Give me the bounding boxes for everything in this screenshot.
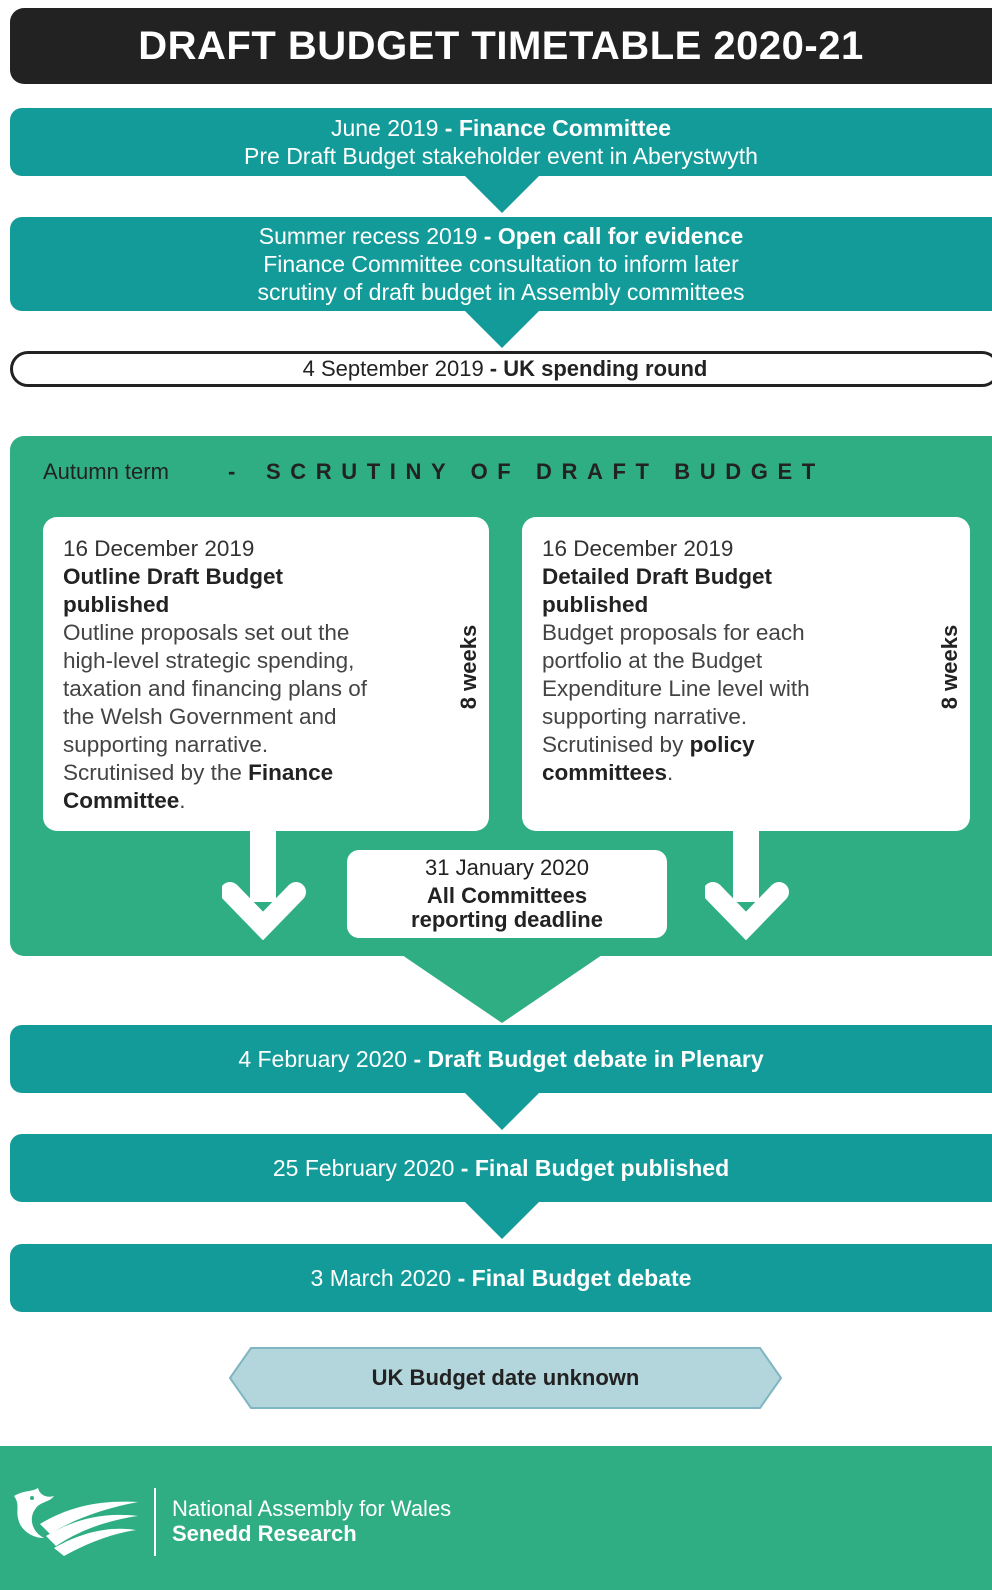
- step-final-budget-published: 25 February 2020 - Final Budget publishe…: [10, 1134, 992, 1202]
- step-summer-recess: Summer recess 2019 - Open call for evide…: [10, 217, 992, 311]
- autumn-term-label: Autumn term: [43, 459, 169, 484]
- uk-budget-label: UK Budget date unknown: [371, 1365, 640, 1390]
- reporting-deadline-box: 31 January 2020 All Committees reporting…: [347, 850, 667, 938]
- card-line: Expenditure Line level with: [542, 676, 810, 701]
- step-event: Open call for evidence: [497, 223, 744, 249]
- step-event: Final Budget debate: [471, 1265, 692, 1291]
- deadline-date: 31 January 2020: [425, 855, 589, 880]
- deadline-line: All Committees: [426, 883, 588, 908]
- step-june-2019: June 2019 - Finance Committee Pre Draft …: [10, 108, 992, 176]
- down-arrow-icon: [402, 955, 602, 1023]
- card-line: taxation and financing plans of: [63, 676, 367, 701]
- step-final-budget-debate: 3 March 2020 - Final Budget debate: [10, 1244, 992, 1312]
- organisation-name: National Assembly for Wales: [172, 1496, 452, 1521]
- step-detail: Finance Committee consultation to inform…: [263, 251, 739, 277]
- card-line: supporting narrative.: [542, 704, 748, 729]
- detailed-draft-budget-card: 16 December 2019 Detailed Draft Budget p…: [522, 517, 970, 831]
- duration-label: 8 weeks: [937, 624, 962, 710]
- step-event: UK spending round: [503, 356, 708, 381]
- step-date: 25 February 2020: [272, 1155, 455, 1181]
- step-draft-budget-debate: 4 February 2020 - Draft Budget debate in…: [10, 1025, 992, 1093]
- footer-divider: [154, 1488, 156, 1556]
- step-separator: -: [438, 115, 459, 141]
- duration-label: 8 weeks: [456, 624, 481, 710]
- step-separator: -: [451, 1265, 472, 1291]
- card-date: 16 December 2019: [63, 536, 255, 561]
- step-date: 4 February 2020: [238, 1046, 408, 1072]
- scrutiny-heading: SCRUTINY OF DRAFT BUDGET: [266, 459, 825, 484]
- deadline-line: reporting deadline: [411, 907, 603, 932]
- step-separator: -: [407, 1046, 428, 1072]
- step-event: Finance Committee: [458, 115, 672, 141]
- footer: [0, 1446, 992, 1590]
- card-scrutinised: Scrutinised by the: [63, 760, 249, 785]
- step-date: June 2019: [330, 115, 439, 141]
- step-separator: -: [477, 223, 498, 249]
- down-arrow-icon: [464, 310, 540, 348]
- step-date: 4 September 2019: [302, 356, 484, 381]
- step-date: 3 March 2020: [310, 1265, 452, 1291]
- down-arrow-icon: [464, 175, 540, 213]
- step-event: Draft Budget debate in Plenary: [427, 1046, 764, 1072]
- card-heading: published: [542, 592, 649, 617]
- card-committee: committees: [542, 760, 668, 785]
- card-line: portfolio at the Budget: [542, 648, 763, 673]
- step-event: Final Budget published: [474, 1155, 730, 1181]
- card-line: Budget proposals for each: [542, 620, 805, 645]
- down-arrow-icon: [464, 1201, 540, 1239]
- card-line: high-level strategic spending,: [63, 648, 355, 673]
- step-uk-spending-round: 4 September 2019 - UK spending round: [10, 351, 992, 387]
- card-heading: published: [63, 592, 170, 617]
- down-arrow-icon: [464, 1092, 540, 1130]
- step-detail: scrutiny of draft budget in Assembly com…: [257, 279, 745, 305]
- card-committee: Finance: [248, 760, 334, 785]
- outline-draft-budget-card: 16 December 2019 Outline Draft Budget pu…: [43, 517, 489, 831]
- card-heading: Outline Draft Budget: [63, 564, 283, 589]
- dragon-logo-icon: [14, 1488, 138, 1556]
- research-service-name: Senedd Research: [172, 1521, 357, 1546]
- card-period: .: [179, 788, 186, 813]
- autumn-term-dash: -: [228, 459, 236, 484]
- card-heading: Detailed Draft Budget: [542, 564, 773, 589]
- step-detail: Pre Draft Budget stakeholder event in Ab…: [244, 143, 758, 169]
- card-period: .: [667, 760, 674, 785]
- step-separator: -: [454, 1155, 475, 1181]
- card-line: supporting narrative.: [63, 732, 269, 757]
- card-committee: policy: [689, 732, 755, 757]
- step-separator: -: [483, 356, 504, 381]
- card-committee: Committee: [63, 788, 180, 813]
- down-arrow-icon: [705, 828, 789, 940]
- card-date: 16 December 2019: [542, 536, 734, 561]
- card-scrutinised: Scrutinised by: [542, 732, 690, 757]
- uk-budget-unknown-box: UK Budget date unknown: [229, 1347, 782, 1409]
- card-line: Outline proposals set out the: [63, 620, 350, 645]
- down-arrow-icon: [222, 828, 306, 940]
- step-date: Summer recess 2019: [258, 223, 478, 249]
- page-title: DRAFT BUDGET TIMETABLE 2020-21: [10, 8, 992, 84]
- card-line: the Welsh Government and: [63, 704, 337, 729]
